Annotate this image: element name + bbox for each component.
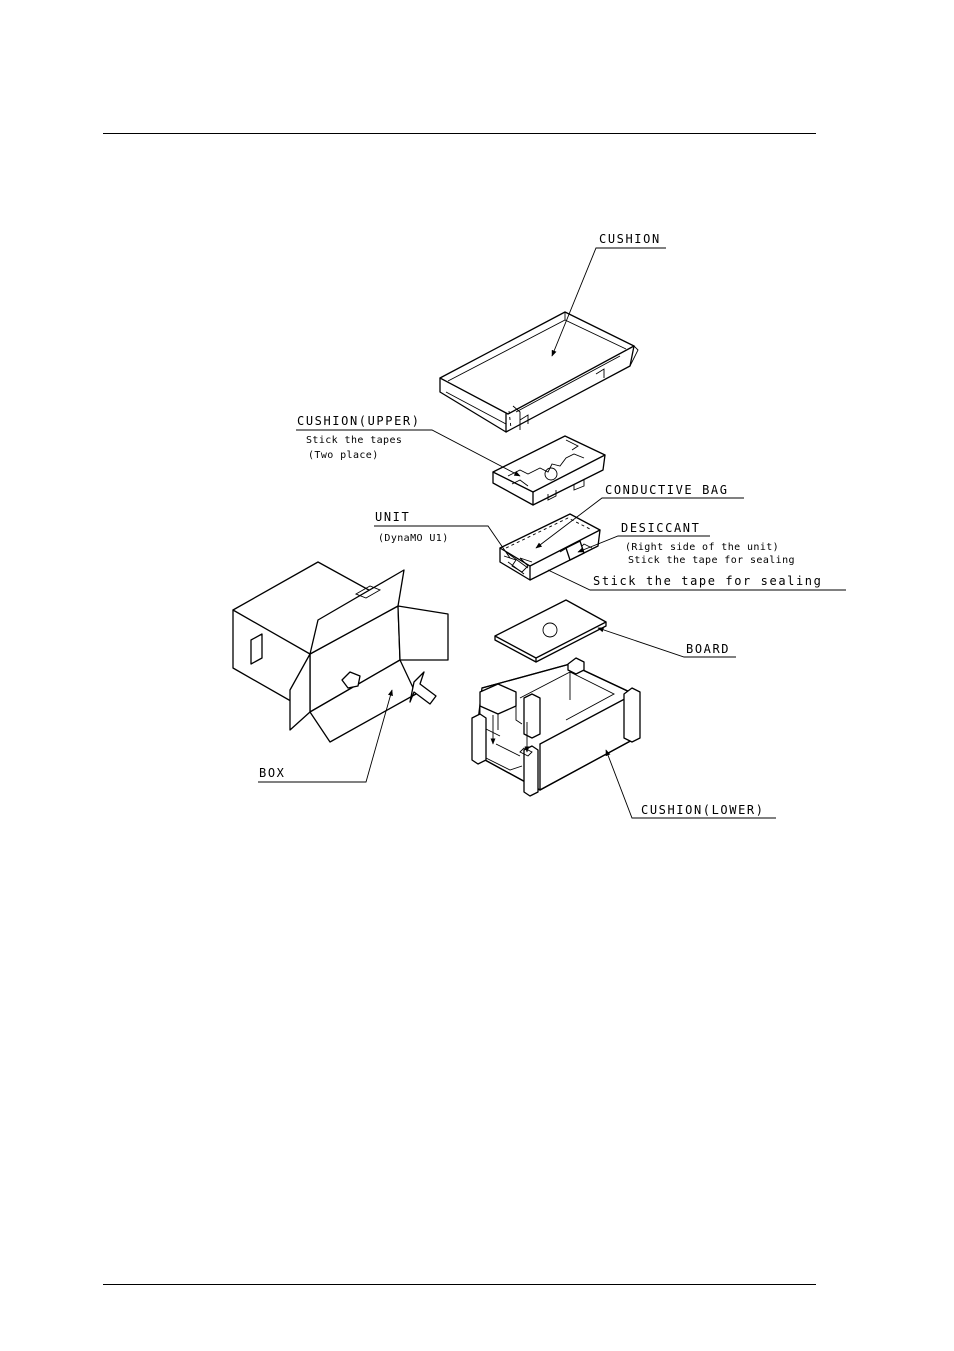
tape-sealing-label: Stick the tape for sealing [593,574,822,588]
unit-callout: UNIT (DynaMO U1) [374,510,511,559]
unit-bag-drawing [499,513,601,581]
cushion-upper-note-1: Stick the tapes [306,435,402,446]
conductive-bag-label: CONDUCTIVE BAG [605,483,729,497]
desiccant-label: DESICCANT [621,521,700,535]
cushion-lower-label: CUSHION(LOWER) [641,803,765,817]
box-callout: BOX [258,689,393,783]
cushion-lower-callout: CUSHION(LOWER) [605,749,776,819]
board-drawing [494,599,607,663]
unit-model-label: (DynaMO U1) [378,533,449,544]
tape-sealing-callout: Stick the tape for sealing [547,569,846,591]
box-label: BOX [259,766,285,780]
cushion-label: CUSHION [599,232,661,246]
board-callout: BOARD [597,627,736,658]
desiccant-note-1: (Right side of the unit) [625,542,779,553]
cushion-lower-drawing [471,657,641,797]
cushion-upper-label: CUSHION(UPPER) [297,414,421,428]
header-rule [103,133,816,134]
footer-rule [103,1284,816,1285]
conductive-bag-callout: CONDUCTIVE BAG [535,483,744,549]
cushion-upper-drawing [492,435,606,506]
cushion-upper-note-2: (Two place) [308,450,379,461]
cushion-tray-drawing [439,311,639,433]
unit-label: UNIT [375,510,410,524]
board-label: BOARD [686,642,730,656]
cushion-upper-callout: CUSHION(UPPER) Stick the tapes (Two plac… [296,414,521,477]
cushion-callout: CUSHION [551,232,666,357]
desiccant-callout: DESICCANT (Right side of the unit) Stick… [577,521,795,566]
box-drawing [232,561,449,743]
desiccant-note-2: Stick the tape for sealing [628,555,795,566]
